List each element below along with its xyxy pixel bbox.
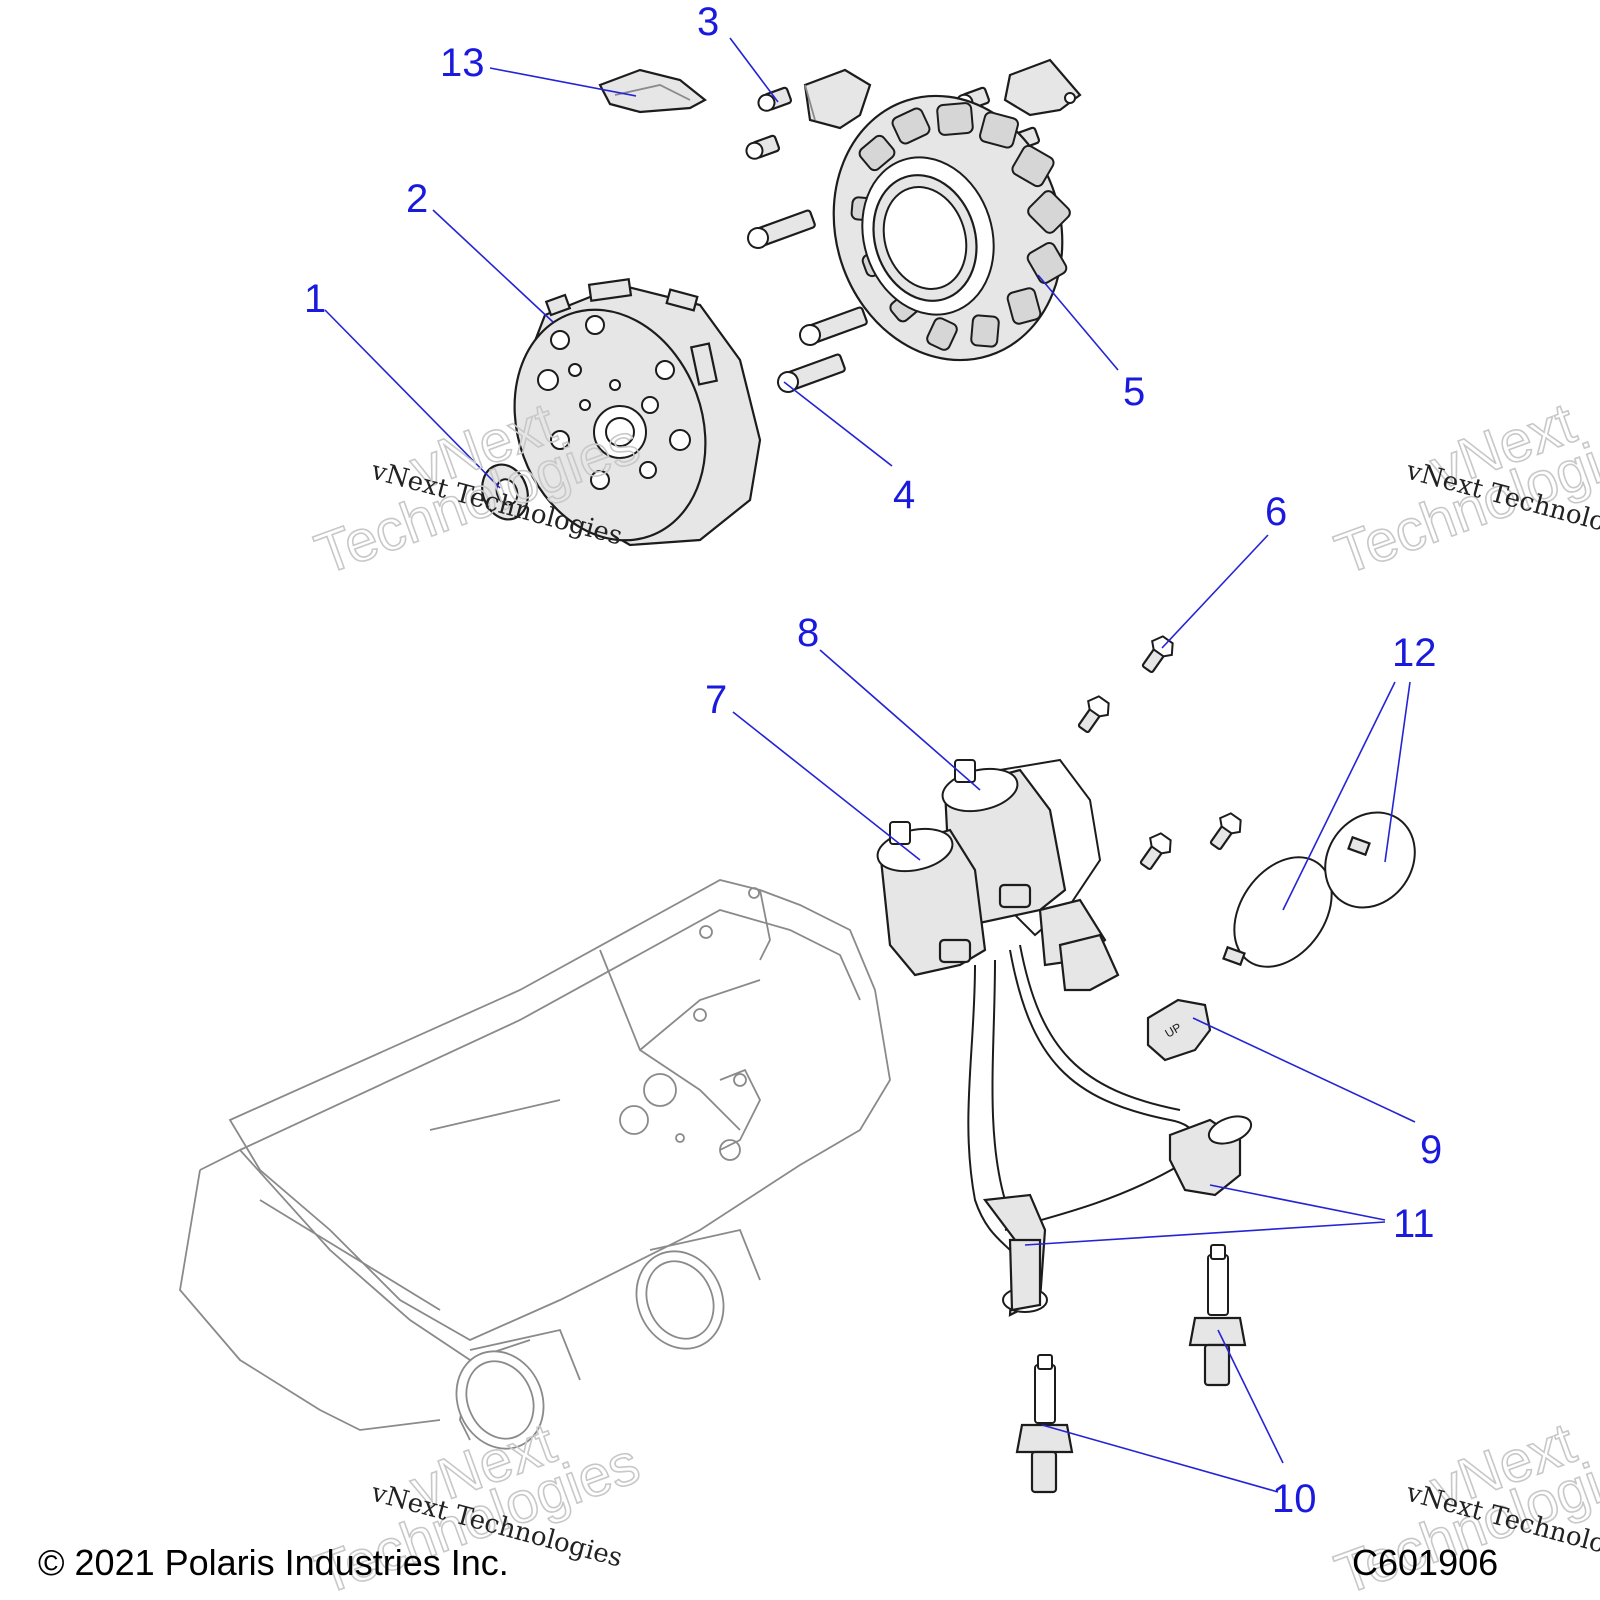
intake-boot-left — [455, 1328, 581, 1450]
callout-1: 1 — [304, 277, 326, 321]
ignition-harness — [967, 898, 1200, 1251]
part-13-clip — [598, 68, 707, 114]
leader-12a — [1282, 681, 1396, 911]
leader-9 — [1192, 1017, 1416, 1123]
leader-8 — [819, 649, 981, 791]
watermark-center: vNext Technologies vNext Technologies — [306, 390, 648, 588]
callout-12: 12 — [1392, 631, 1437, 675]
leader-10a — [1041, 1424, 1279, 1493]
leader-11a — [1209, 1184, 1386, 1221]
callout-13: 13 — [440, 41, 485, 85]
callout-8: 8 — [797, 611, 819, 655]
leader-13 — [489, 67, 637, 97]
callout-2: 2 — [406, 177, 428, 221]
part-11-plug-boot-left — [982, 1193, 1048, 1317]
part-2-flywheel — [513, 278, 762, 547]
leader-10b — [1217, 1329, 1284, 1464]
callout-4: 4 — [893, 473, 915, 517]
callout-3: 3 — [697, 0, 719, 44]
callout-5: 5 — [1123, 370, 1145, 414]
leader-6 — [1161, 534, 1269, 649]
illustration-code: C601906 — [1352, 1542, 1498, 1583]
part-12-cable-ties — [1222, 811, 1416, 968]
callout-6: 6 — [1265, 490, 1287, 534]
intake-boot-right — [635, 1228, 761, 1350]
part-11-plug-boot-right — [1168, 1115, 1253, 1197]
leader-5 — [1037, 274, 1119, 371]
leader-2 — [432, 209, 554, 323]
leader-11b — [1024, 1221, 1386, 1246]
pickup-sensor-right — [1003, 58, 1082, 117]
leader-4 — [783, 381, 893, 467]
leader-1 — [324, 309, 501, 489]
leader-12b — [1384, 681, 1411, 863]
part-6-bolts — [1077, 635, 1242, 871]
leader-7 — [732, 711, 921, 861]
copyright-notice: © 2021 Polaris Industries Inc. — [38, 1542, 509, 1583]
part-10-spark-plug-left — [1015, 1354, 1074, 1494]
part-1-washer — [481, 463, 529, 521]
leader-3 — [729, 37, 779, 103]
callout-7: 7 — [705, 678, 727, 722]
callouts: 1 2 3 4 5 6 7 8 9 10 11 12 13 — [304, 0, 1442, 1521]
part-5-stator — [832, 94, 1071, 362]
part-9-clip: UP — [1146, 998, 1212, 1062]
watermark-right-top: vNext Technologies vNext Technologies — [1326, 390, 1600, 588]
part-10-spark-plug-right — [1188, 1244, 1247, 1387]
leader-lines — [324, 37, 1416, 1493]
engine-outline — [179, 879, 891, 1450]
callout-9: 9 — [1420, 1128, 1442, 1172]
part-7-coil-front — [876, 821, 1032, 977]
part-4-bolts — [747, 209, 868, 393]
pickup-sensor-left — [803, 68, 872, 130]
callout-11: 11 — [1393, 1202, 1435, 1246]
callout-10: 10 — [1272, 1477, 1317, 1521]
